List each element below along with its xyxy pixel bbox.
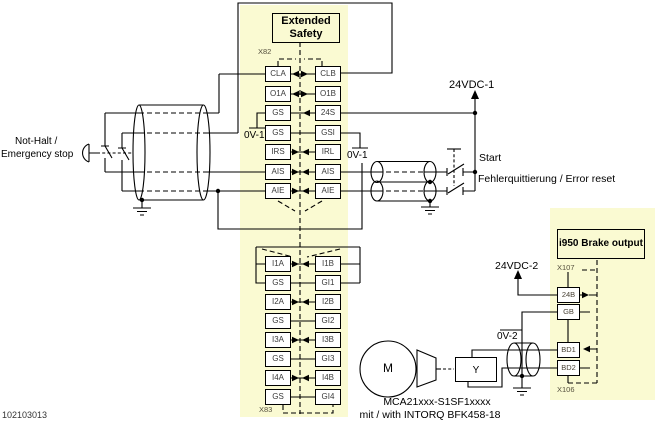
terminal-x83-gs1: GS [265,275,291,291]
terminal-x83-gs3: GS [265,351,291,367]
start-label: Start [479,152,502,164]
ground-icon [421,201,439,215]
shielded-cable-icon [370,160,439,215]
x83-label: X83 [259,405,273,414]
terminal-x82-gs1: GS [265,105,291,121]
terminal-x82-o1a: O1A [265,86,291,102]
ground-icon [513,376,531,396]
terminal-x83-i3a: I3A [265,332,291,348]
terminal-x82-gsi: GSI [315,125,341,141]
terminal-x83-gi1: GI1 [315,275,341,291]
terminal-x83-i1a: I1A [265,256,291,272]
x82-wiring [249,42,479,414]
zero-volt2-label: 0V-2 [497,331,518,342]
brake-wiring [467,260,598,396]
arrow-up-icon [514,270,522,279]
figure-number: 102103013 [2,410,48,420]
terminal-x106-bd2: BD2 [557,360,580,376]
shielded-cable-icon [506,342,541,377]
arrow-up-icon [471,90,479,99]
terminal-x107-gb: GB [557,304,580,320]
terminal-x82-irs: IRS [265,144,291,160]
shielded-cable-icon [132,104,211,216]
terminal-x83-gs4: GS [265,389,291,405]
terminal-x83-gi2: GI2 [315,313,341,329]
terminal-x82-ais-b: AIS [315,164,341,180]
terminal-x83-i2b: I2B [315,294,341,310]
terminal-x82-gs2: GS [265,125,291,141]
estop-label-line1: Not-Halt / [15,136,58,147]
estop-button-icon [81,143,97,163]
x82-label: X82 [258,47,272,56]
zero-volt1-left-label: 0V-1 [244,130,265,141]
x107-label: X107 [557,263,575,272]
terminal-x82-cla: CLA [265,66,291,82]
start-reset-circuit [341,148,478,215]
extended-safety-box: Extended Safety [272,13,340,43]
motor-label: M [383,361,393,375]
supply-24vdc2-label: 24VDC-2 [495,260,539,272]
terminal-x106-bd1: BD1 [557,342,580,358]
terminal-x83-i2a: I2A [265,294,291,310]
motor-circle-icon [359,340,417,398]
terminal-x83-i1b: I1B [315,256,341,272]
terminal-x82-clb: CLB [315,66,341,82]
terminal-x83-gs2: GS [265,313,291,329]
x83-wiring [255,246,361,414]
i950-brake-output-box: i950 Brake output [557,229,645,259]
terminal-x83-i4b: I4B [315,370,341,386]
terminal-x82-o1b: O1B [315,86,341,102]
zero-volt1-right-label: 0V-1 [347,150,368,161]
estop-circuit [81,2,393,230]
terminal-x83-gi3: GI3 [315,351,341,367]
terminal-x82-24s: 24S [315,105,341,121]
supply-24vdc1-label: 24VDC-1 [449,79,495,91]
terminal-x83-i3b: I3B [315,332,341,348]
brake-cone-icon [416,349,437,388]
brake-coil-box: Y [455,357,497,382]
terminal-x82-aie-b: AIE [315,183,341,199]
x106-label: X106 [557,385,575,394]
brake-type-label: mit / with INTORQ BFK458-18 [359,409,501,421]
ground-icon [133,200,151,216]
error-reset-label: Fehlerquittierung / Error reset [478,173,616,185]
motor-type-label: MCA21xxx-S1SF1xxxx [383,396,491,408]
terminal-x107-24b: 24B [557,287,580,303]
motor-symbol [359,340,454,398]
terminal-x83-gi4: GI4 [315,389,341,405]
terminal-x82-ais-a: AIS [265,164,291,180]
terminal-x82-aie-a: AIE [265,183,291,199]
terminal-x82-irl: IRL [315,144,341,160]
terminal-x83-i4a: I4A [265,370,291,386]
estop-label-line2: Emergency stop [1,149,74,160]
